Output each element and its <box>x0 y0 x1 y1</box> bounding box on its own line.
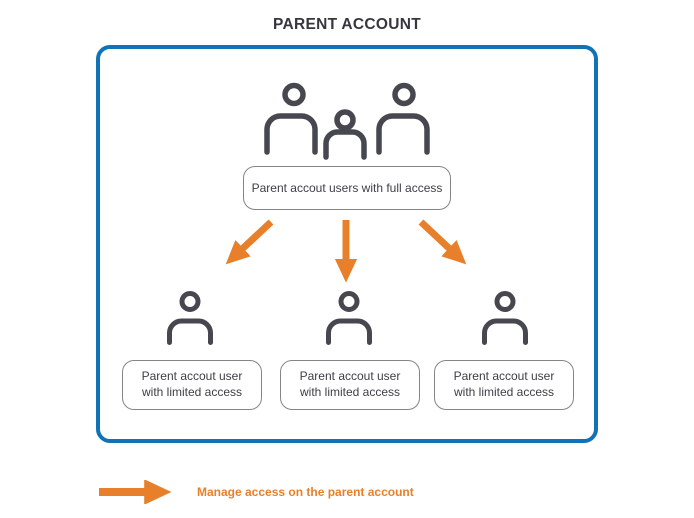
limited-access-node: Parent accout user with limited access <box>434 360 574 410</box>
user-icon <box>326 291 372 345</box>
full-access-label: Parent accout users with full access <box>251 181 443 195</box>
limited-access-node: Parent accout user with limited access <box>122 360 262 410</box>
limited-access-node: Parent accout user with limited access <box>280 360 420 410</box>
limited-access-label: Parent accout user with limited access <box>141 369 243 399</box>
legend: Manage access on the parent account <box>95 480 414 504</box>
users-group-icon <box>264 82 430 160</box>
limited-access-label: Parent accout user with limited access <box>453 369 555 399</box>
user-icon <box>482 291 528 345</box>
limited-access-label: Parent accout user with limited access <box>299 369 401 399</box>
legend-label: Manage access on the parent account <box>197 485 414 499</box>
arrow-right-icon <box>99 480 172 504</box>
page-title: PARENT ACCOUNT <box>273 16 421 33</box>
user-icon <box>167 291 213 345</box>
full-access-node: Parent accout users with full access <box>243 166 451 210</box>
